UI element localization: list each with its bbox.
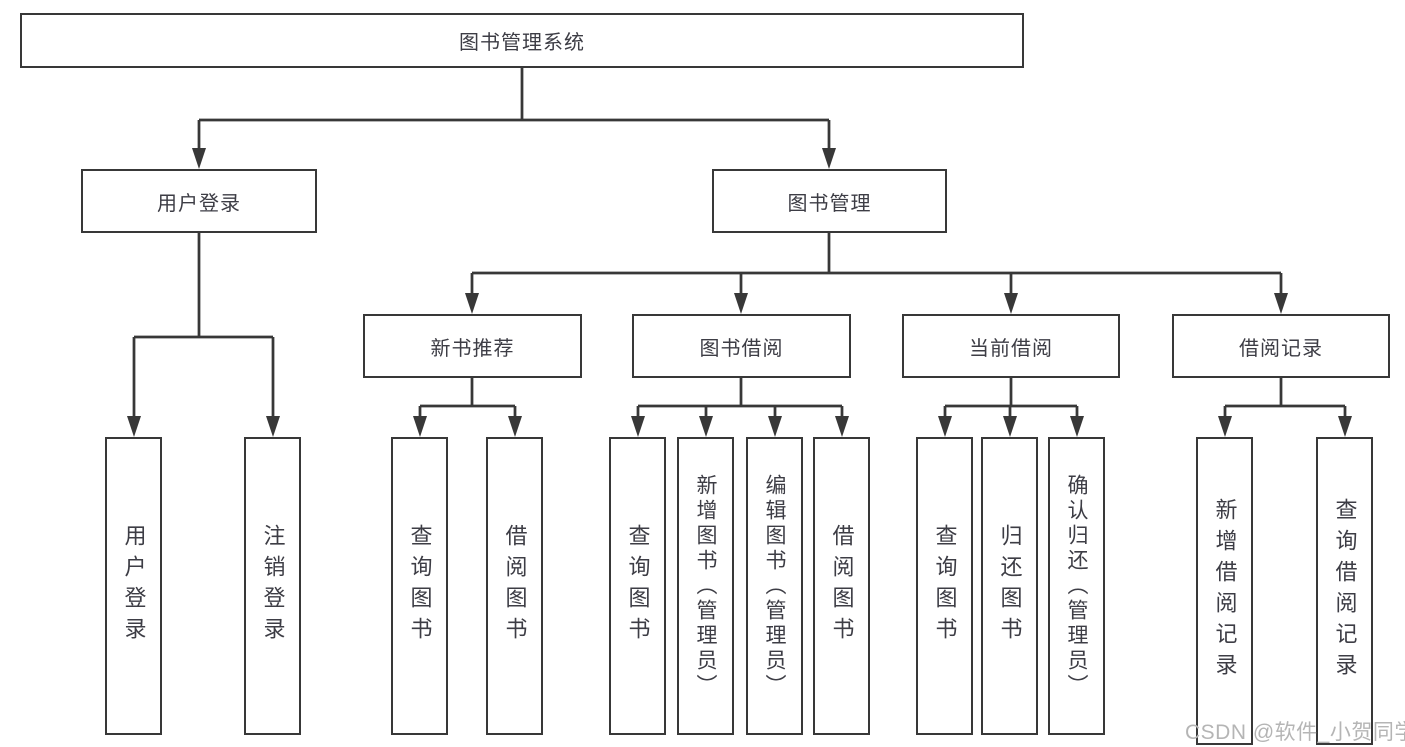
node-borrow-records: 借阅记录 [1172, 314, 1390, 378]
leaf-query-books-borrow: 查询图书 [609, 437, 666, 735]
node-new-book-recommend-label: 新书推荐 [430, 337, 515, 360]
node-user-login: 用户登录 [81, 169, 317, 233]
node-book-management-label: 图书管理 [787, 192, 872, 215]
leaf-query-borrow-record: 查询借阅记录 [1316, 437, 1373, 745]
leaf-query-books-recommend: 查询图书 [391, 437, 448, 735]
leaf-logout: 注销登录 [244, 437, 301, 735]
leaf-logout-label: 注销登录 [260, 524, 286, 648]
leaf-edit-books-admin-label: 编辑图书（管理员） [763, 473, 786, 699]
node-borrow-records-label: 借阅记录 [1239, 337, 1323, 360]
leaf-return-books: 归还图书 [981, 437, 1038, 735]
leaf-return-books-label: 归还图书 [997, 524, 1023, 648]
node-new-book-recommend: 新书推荐 [363, 314, 582, 378]
leaf-borrow-books: 借阅图书 [813, 437, 870, 735]
leaf-add-borrow-record-label: 新增借阅记录 [1212, 498, 1238, 684]
node-book-borrow-label: 图书借阅 [699, 337, 784, 360]
node-book-management: 图书管理 [712, 169, 947, 233]
leaf-query-borrow-record-label: 查询借阅记录 [1332, 498, 1358, 684]
csdn-watermark: CSDN @软件_小贺同学 [1185, 721, 1405, 744]
leaf-add-books-admin-label: 新增图书（管理员） [694, 473, 717, 699]
leaf-edit-books-admin: 编辑图书（管理员） [746, 437, 803, 735]
leaf-borrow-books-label: 借阅图书 [829, 524, 855, 648]
node-current-borrow: 当前借阅 [902, 314, 1120, 378]
node-user-login-label: 用户登录 [157, 192, 241, 215]
leaf-confirm-return-admin-label: 确认归还（管理员） [1065, 473, 1088, 699]
leaf-add-borrow-record: 新增借阅记录 [1196, 437, 1253, 745]
leaf-add-books-admin: 新增图书（管理员） [677, 437, 734, 735]
leaf-query-books-recommend-label: 查询图书 [407, 524, 433, 648]
arrowheads [127, 148, 1352, 437]
leaf-query-books-current: 查询图书 [916, 437, 973, 735]
leaf-borrow-books-recommend: 借阅图书 [486, 437, 543, 735]
leaf-user-login: 用户登录 [105, 437, 162, 735]
leaf-borrow-books-recommend-label: 借阅图书 [502, 524, 528, 648]
leaf-confirm-return-admin: 确认归还（管理员） [1048, 437, 1105, 735]
leaf-query-books-borrow-label: 查询图书 [625, 524, 651, 648]
leaf-user-login-label: 用户登录 [121, 524, 147, 648]
node-root-system: 图书管理系统 [20, 13, 1024, 68]
leaf-query-books-current-label: 查询图书 [932, 524, 958, 648]
node-root-label: 图书管理系统 [459, 32, 585, 54]
node-current-borrow-label: 当前借阅 [969, 337, 1053, 360]
node-book-borrow: 图书借阅 [632, 314, 851, 378]
